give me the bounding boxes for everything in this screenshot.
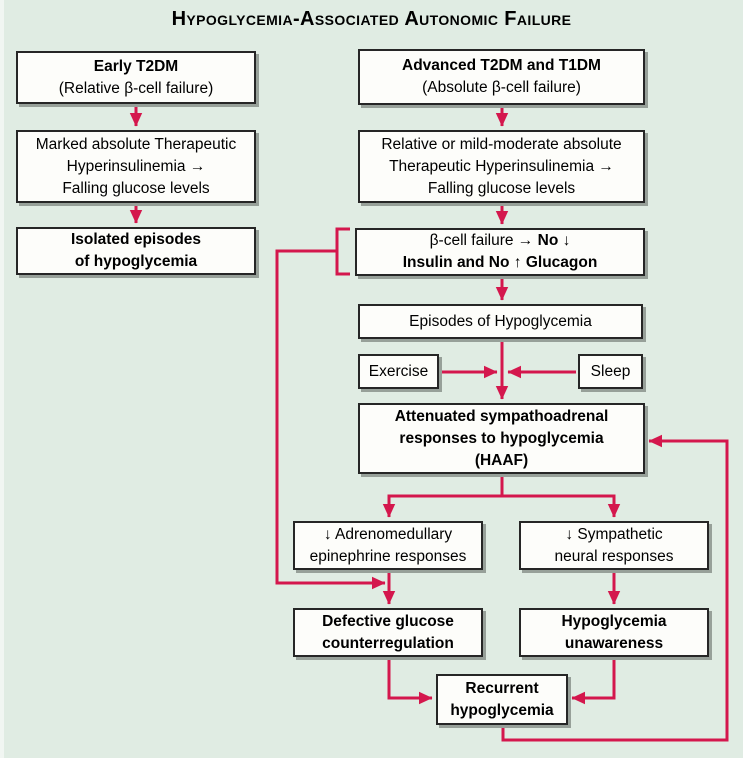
node-marked-line2: Hyperinsulinemia → [66,157,206,175]
node-relative-line3: Falling glucose levels [427,179,576,197]
node-defective-line1: Defective glucose [322,612,454,630]
diagram-title: Hypoglycemia-Associated Autonomic Failur… [171,8,572,30]
node-exercise: Exercise [358,354,439,389]
node-beta-cell-failure: β-cell failure → No ↓ Insulin and No ↑ G… [355,228,645,276]
node-bcell-line1: β-cell failure → No ↓ [430,230,571,252]
node-isolated-line1: Isolated episodes [70,231,202,248]
node-isolated-line2: of hypoglycemia [74,253,198,270]
arrow-unawareness-to-recurrent [571,659,616,705]
node-haaf-line2: responses to hypoglycemia [399,429,604,447]
node-relative-hyperinsulinemia: Relative or mild-moderate absolute Thera… [358,130,645,203]
node-haaf-line1: Attenuated sympathoadrenal [394,407,609,425]
node-episodes-of-hypoglycemia: Episodes of Hypoglycemia [358,304,643,339]
bcell-bracket [335,227,350,276]
node-early-t2dm-line2: (Relative β-cell failure) [58,79,214,97]
node-advanced-t2dm-t1dm: Advanced T2DM and T1DM (Absolute β-cell … [358,49,645,105]
node-relative-line1: Relative or mild-moderate absolute [381,135,622,153]
arrow-defective-to-recurrent [387,659,433,705]
node-hypoglycemia-unawareness: Hypoglycemia unawareness [519,608,709,657]
node-marked-line3: Falling glucose levels [62,179,210,197]
node-defective-line2: counterregulation [322,634,454,652]
arrow-haaf-to-adrenomedullary [382,494,503,518]
node-haaf-line3: (HAAF) [474,451,529,469]
node-recurrent-line2: hypoglycemia [450,701,554,719]
node-adrenomedullary: ↓ Adrenomedullary epinephrine responses [293,521,483,570]
arrow-recurrent-to-haaf-feedback [501,434,729,742]
node-early-t2dm: Early T2DM (Relative β-cell failure) [16,51,256,104]
node-unawareness-line1: Hypoglycemia [561,612,667,630]
node-sympathetic-line2: neural responses [554,547,674,565]
node-sleep-label: Sleep [590,362,631,380]
node-isolated-episodes: Isolated episodes of hypoglycemia [16,227,256,275]
node-adrenomedullary-line1: ↓ Adrenomedullary [323,525,453,543]
node-marked-hyperinsulinemia: Marked absolute Therapeutic Hyperinsulin… [16,130,256,203]
node-advanced-line2: (Absolute β-cell failure) [422,79,581,96]
node-early-t2dm-line1: Early T2DM [93,57,179,75]
node-relative-line2: Therapeutic Hyperinsulinemia → [389,157,614,175]
page-edge-strip [0,0,4,758]
node-advanced-line1: Advanced T2DM and T1DM [402,57,601,74]
node-sympathetic-line1: ↓ Sympathetic [565,525,663,543]
node-marked-line1: Marked absolute Therapeutic [35,135,237,153]
node-adrenomedullary-line2: epinephrine responses [309,547,467,565]
node-episodes-label: Episodes of Hypoglycemia [409,312,592,330]
node-exercise-label: Exercise [368,362,429,380]
node-haaf: Attenuated sympathoadrenal responses to … [358,403,645,474]
node-defective-counterregulation: Defective glucose counterregulation [293,608,483,657]
arrow-haaf-to-sympathetic [501,494,621,518]
node-bcell-line2: Insulin and No ↑ Glucagon [402,254,598,271]
node-unawareness-line2: unawareness [564,634,664,652]
node-recurrent-line1: Recurrent [465,679,539,697]
arrow-bcell-to-defective-feedback [275,249,386,590]
node-bcell-line1-bold: No ↓ [537,232,571,249]
node-sympathetic: ↓ Sympathetic neural responses [519,521,709,570]
node-sleep: Sleep [578,354,643,389]
node-recurrent-hypoglycemia: Recurrent hypoglycemia [436,674,568,725]
node-bcell-line1-regular: β-cell failure → [429,232,538,249]
